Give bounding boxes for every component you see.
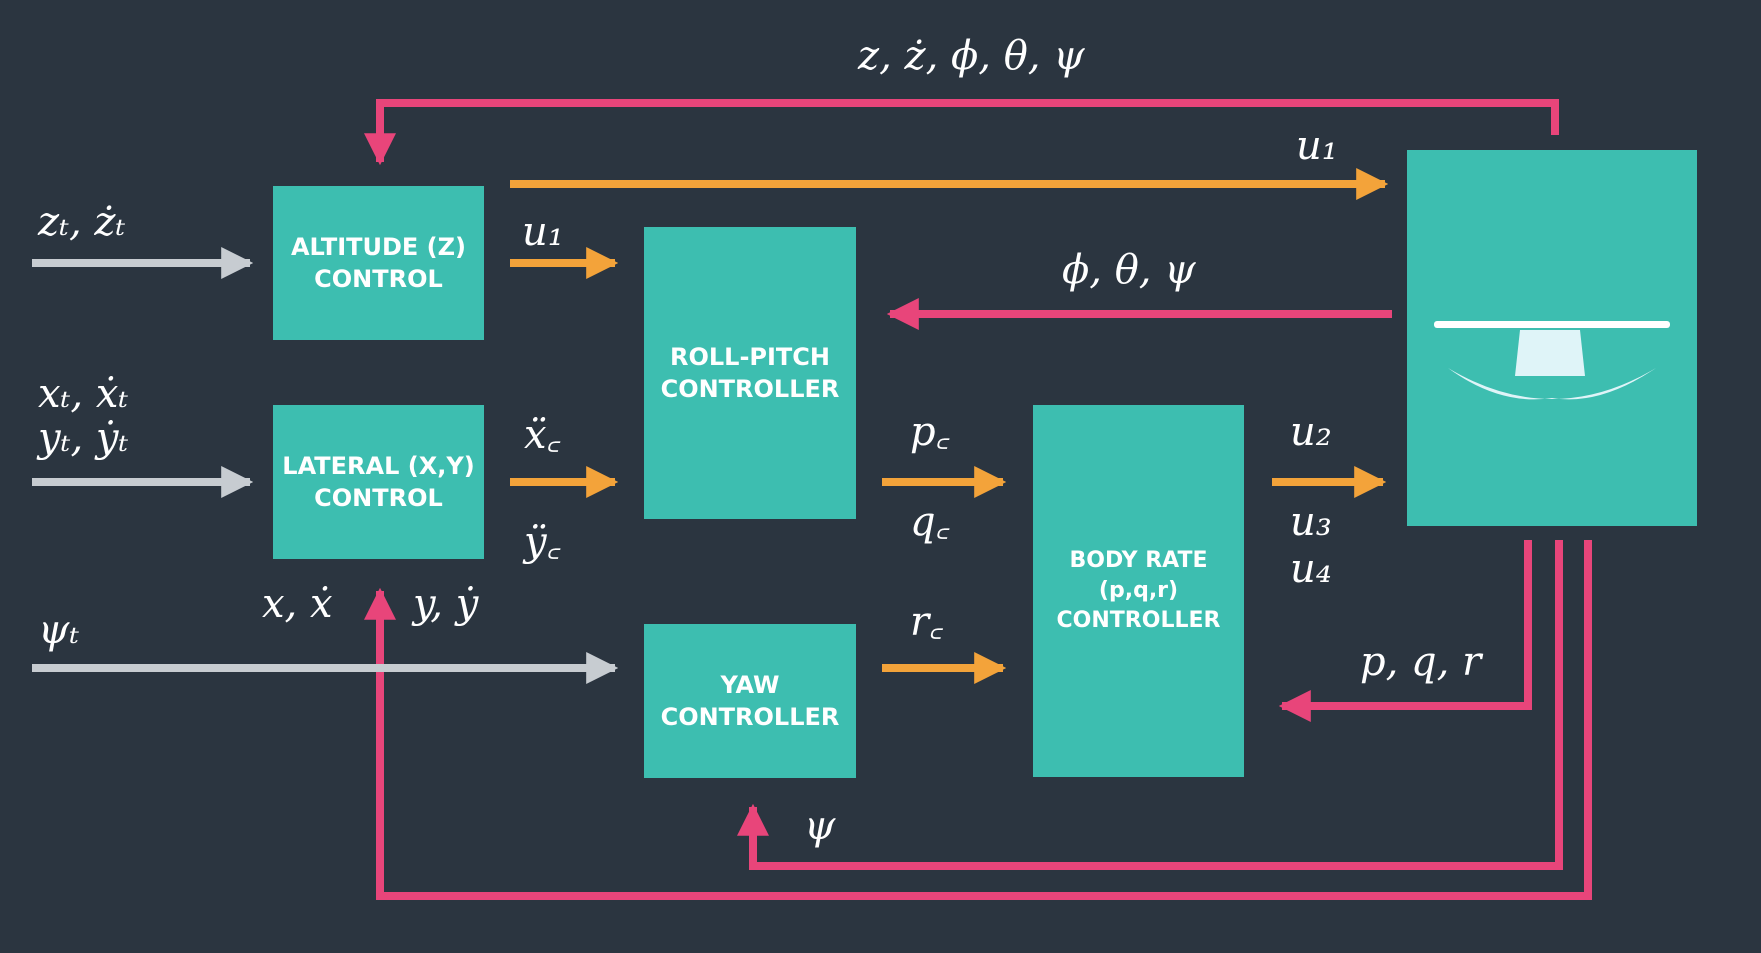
- altitude-control-block: ALTITUDE (Z) CONTROL: [273, 186, 484, 340]
- signal-label-psi-t: ψₜ: [38, 607, 80, 653]
- signal-label-p-c: p꜀: [910, 409, 950, 455]
- signal-label-attitude-feedback: ϕ, θ, ψ: [1062, 247, 1196, 293]
- body-rate-controller-block: BODY RATE (p,q,r) CONTROLLER: [1033, 405, 1244, 777]
- signal-label-u2: u₂: [1290, 409, 1332, 455]
- signal-label-u1-mid: u₁: [522, 209, 564, 255]
- feedback-arrow-body-rates: [1278, 540, 1532, 722]
- feedback-arrow-yaw: [737, 540, 1563, 870]
- signal-label-y-ydot: y, ẏ: [413, 581, 479, 627]
- lateral-control-label: LATERAL (X,Y) CONTROL: [282, 452, 475, 512]
- yaw-controller-block: YAW CONTROLLER: [644, 624, 856, 778]
- body-rate-controller-label: BODY RATE (p,q,r) CONTROLLER: [1056, 548, 1221, 633]
- signal-label-u1-top: u₁: [1296, 123, 1338, 169]
- signal-label-u3: u₃: [1290, 499, 1332, 545]
- signal-label-pqr: p, q, r: [1360, 639, 1482, 685]
- signal-label-yddot-c: ÿ꜀: [524, 519, 561, 565]
- yaw-controller-label: YAW CONTROLLER: [660, 671, 840, 731]
- feedback-arrow-position: [364, 540, 1592, 900]
- altitude-control-label: ALTITUDE (Z) CONTROL: [290, 233, 467, 293]
- roll-pitch-controller-label: ROLL-PITCH CONTROLLER: [660, 343, 840, 403]
- feedback-arrow-altitude: [364, 99, 1559, 166]
- signal-label-u4: u₄: [1290, 546, 1332, 592]
- roll-pitch-controller-block: ROLL-PITCH CONTROLLER: [644, 227, 856, 519]
- drone-icon: [1434, 321, 1670, 400]
- signal-label-r-c: r꜀: [910, 599, 943, 645]
- signal-label-lateral-input: xₜ, ẋₜ yₜ, ẏₜ: [38, 371, 129, 461]
- signal-label-altitude-input: zₜ, żₜ: [38, 199, 126, 245]
- signal-label-x-xdot: x, ẋ: [262, 581, 333, 627]
- signal-label-feedback-top: z, ż, ϕ, θ, ψ: [858, 33, 1085, 79]
- lateral-control-block: LATERAL (X,Y) CONTROL: [273, 405, 484, 559]
- signal-label-xddot-c: ẍ꜀: [524, 412, 561, 458]
- signal-label-psi: ψ: [804, 803, 836, 849]
- signal-label-q-c: q꜀: [910, 499, 950, 545]
